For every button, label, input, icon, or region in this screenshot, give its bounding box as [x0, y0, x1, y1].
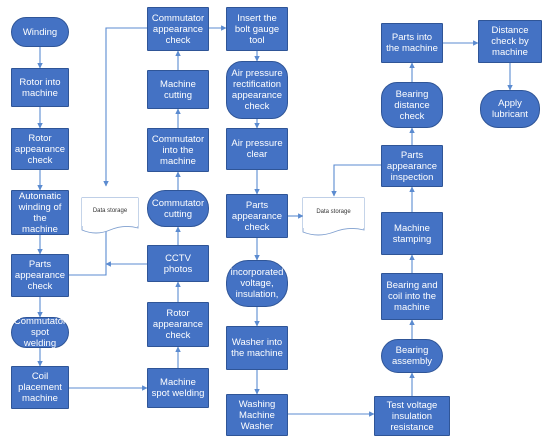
node-washer-into-machine: Washer into the machine [226, 326, 288, 370]
node-apply-lubricant: Apply lubricant [480, 90, 540, 128]
node-bearing-distance-check: Bearing distance check [381, 82, 443, 128]
node-coil-placement-machine: Coil placement machine [11, 366, 69, 409]
node-commutator-into-machine: Commutator into the machine [147, 128, 209, 172]
node-data-storage-2: Data storage [303, 198, 364, 228]
arrow-commutator-check-to-data-storage-1 [103, 27, 147, 187]
node-data-storage-1: Data storage [82, 198, 138, 226]
node-cctv-photos: CCTV photos [147, 245, 209, 282]
node-bearing-assembly: Bearing assembly [381, 339, 443, 373]
node-parts-appearance-inspection: Parts appearance inspection [381, 145, 443, 187]
node-incorporated-voltage: incorporated voltage, insulation, [226, 260, 288, 307]
node-air-pressure-clear: Air pressure clear [226, 128, 288, 170]
connectors [37, 25, 513, 417]
node-washing-machine-washer: Washing Machine Washer [226, 394, 288, 436]
node-machine-stamping: Machine stamping [381, 212, 443, 255]
data-storage-2-label: Data storage [316, 208, 351, 215]
node-distance-check-by-machine: Distance check by machine [478, 20, 542, 63]
data-storage-1-label: Data storage [92, 207, 128, 214]
node-rotor-appearance-check-1: Rotor appearance check [11, 128, 69, 170]
node-winding: Winding [11, 17, 69, 47]
node-air-pressure-rectification: Air pressure rectification appearance ch… [226, 61, 288, 119]
node-parts-appearance-check-2: Parts appearance check [226, 194, 288, 238]
node-bearing-coil-into-machine: Bearing and coil into the machine [381, 273, 443, 320]
node-parts-appearance-check-1: Parts appearance check [11, 254, 69, 297]
node-commutator-cutting: Commutator cutting [147, 190, 209, 227]
node-machine-cutting: Machine cutting [147, 70, 209, 109]
node-commutator-spot-welding: Commutator spot welding [11, 316, 69, 349]
node-commutator-appearance-check: Commutator appearance check [147, 7, 209, 51]
node-rotor-into-machine: Rotor into machine [11, 68, 69, 107]
node-automatic-winding: Automatic winding of the machine [11, 190, 69, 235]
node-parts-into-machine: Parts into the machine [381, 23, 443, 63]
arrow-parts-inspection-to-data-storage-2 [331, 164, 381, 197]
node-insert-bolt-gauge-tool: Insert the bolt gauge tool [226, 7, 288, 51]
node-rotor-appearance-check-2: Rotor appearance check [147, 302, 209, 347]
node-machine-spot-welding: Machine spot welding [147, 368, 209, 408]
node-test-voltage-insulation: Test voltage insulation resistance [374, 396, 450, 436]
